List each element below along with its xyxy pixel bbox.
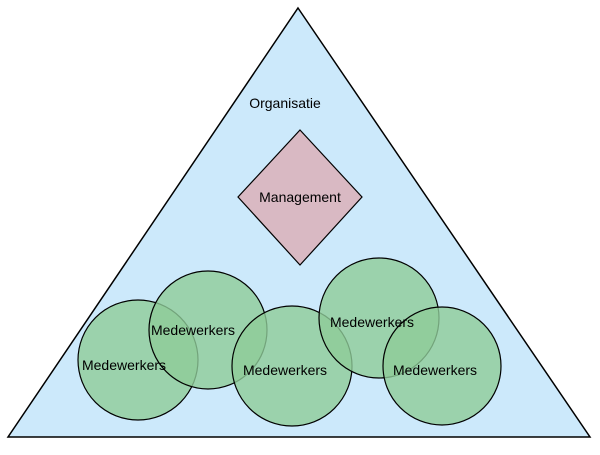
employee-groups xyxy=(77,257,502,427)
employee-label-1: Medewerkers xyxy=(82,357,166,373)
employee-label-3: Medewerkers xyxy=(243,362,327,378)
organisation-label: Organisatie xyxy=(249,95,321,111)
employee-label-5: Medewerkers xyxy=(393,362,477,378)
employee-circle-5 xyxy=(382,306,502,426)
employee-labels: Medewerkers Medewerkers Medewerkers Mede… xyxy=(82,314,477,378)
management-label: Management xyxy=(259,189,341,205)
employee-label-2: Medewerkers xyxy=(151,322,235,338)
management-diamond xyxy=(237,129,363,266)
employee-label-4: Medewerkers xyxy=(330,314,414,330)
